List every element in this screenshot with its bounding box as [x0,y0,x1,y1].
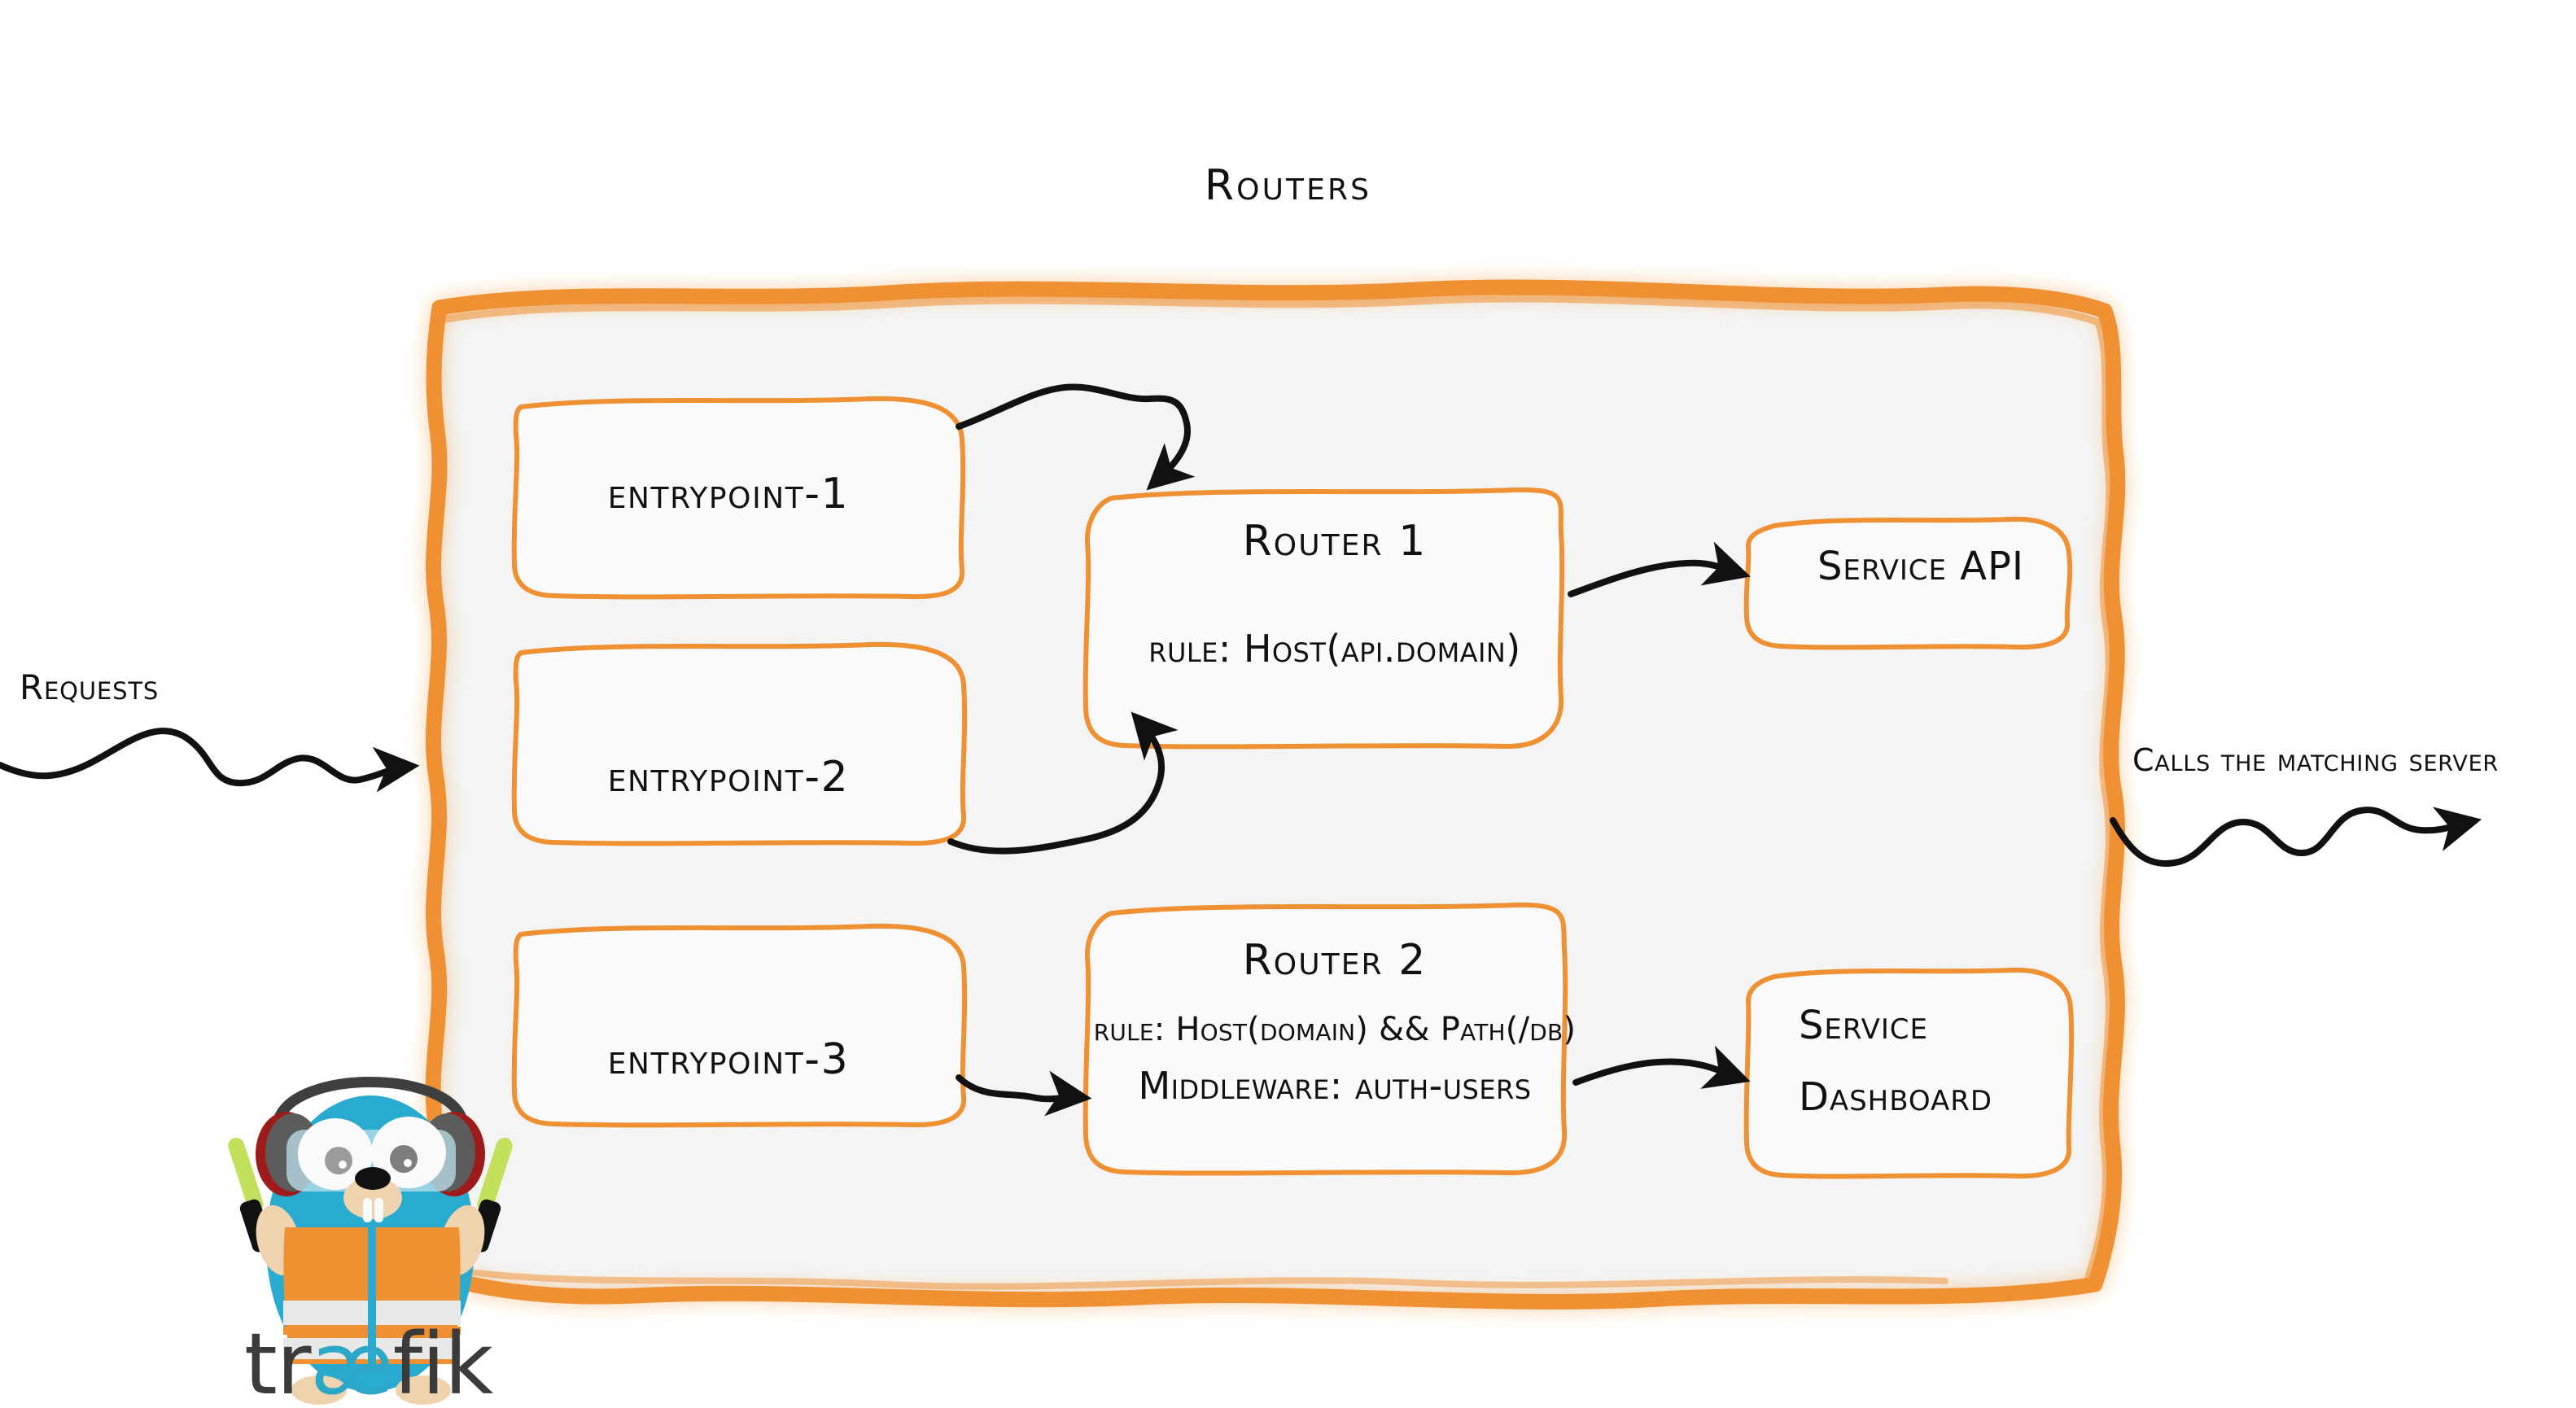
wordmark-part-3: fik [392,1314,494,1408]
arrow-requests-in [0,728,420,793]
entrypoint-box-2[interactable] [511,641,968,846]
arrow-calls-out [2110,807,2482,867]
calls-matching-server-label: Calls the matching server [2132,742,2499,778]
service-api-label: Service API [1817,544,2024,589]
page-title: Routers [1204,161,1372,210]
router-2-middleware: Middleware: auth-users [1138,1064,1532,1108]
traefik-gopher-mascot [228,1077,513,1405]
service-dashboard-label-line1: Service [1799,1003,1928,1048]
router-2-title: Router 2 [1242,936,1428,985]
service-box-api[interactable] [1743,516,2073,650]
arrow-router2-to-service-dashboard [1572,1045,1751,1089]
arrow-ep3-to-router2 [956,1070,1092,1117]
entrypoint-2-label: entrypoint-2 [607,753,850,802]
router-2-rule: rule: Host(domain) && Path(/db) [1093,1011,1577,1048]
router-1-title: Router 1 [1242,517,1428,566]
requests-label: Requests [20,667,160,707]
arrow-ep1-to-router1 [956,383,1196,491]
service-dashboard-label-line2: Dashboard [1799,1074,1992,1120]
entrypoint-box-3[interactable] [511,923,968,1128]
entrypoint-1-label: entrypoint-1 [607,470,850,518]
entrypoint-3-label: entrypoint-3 [607,1035,850,1084]
router-1-rule: rule: Host(api.domain) [1148,627,1521,671]
service-box-dashboard[interactable] [1743,967,2075,1179]
arrow-router1-to-service-api [1568,541,1751,597]
wordmark-part-1: tr [244,1314,312,1408]
wordmark-part-2: æ [310,1314,393,1408]
traefik-wordmark: træfik [244,1322,493,1406]
arrow-ep2-to-router1 [947,711,1179,855]
entrypoint-box-1[interactable] [511,396,966,600]
router-box-1[interactable] [1082,487,1565,750]
